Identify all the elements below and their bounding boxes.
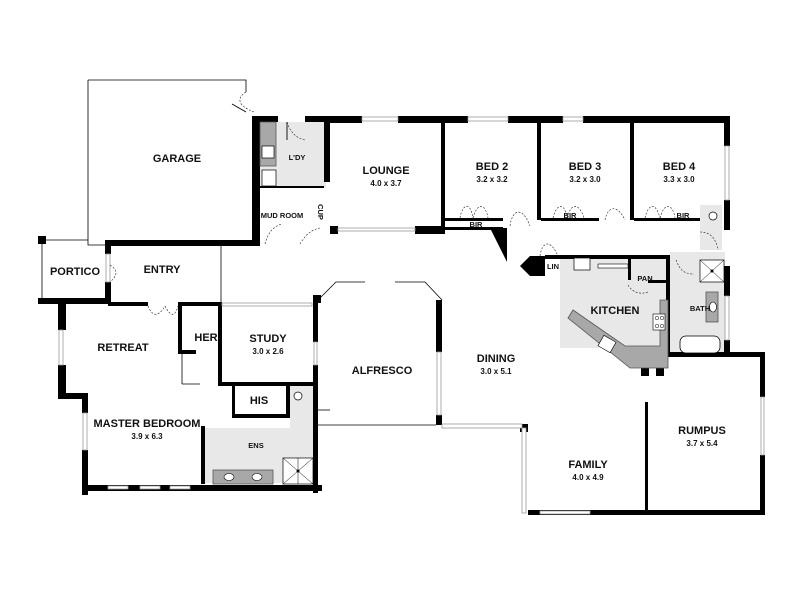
- room-family-dims: 4.0 x 4.9: [572, 473, 604, 482]
- room-cup: CUP: [316, 204, 325, 220]
- room-laundry: L'DY: [289, 153, 306, 162]
- basin-icon: [223, 473, 235, 481]
- room-bed4-dims: 3.3 x 3.0: [663, 175, 695, 184]
- room-bir-bed4: BIR: [677, 211, 691, 220]
- walls: [38, 116, 765, 515]
- room-kitchen: KITCHEN: [591, 305, 640, 317]
- room-bed2-dims: 3.2 x 3.2: [476, 175, 508, 184]
- room-study: STUDY: [249, 333, 287, 345]
- room-lounge: LOUNGE: [362, 165, 409, 177]
- kitchen-sink-icon: [597, 334, 617, 354]
- basin-icon: [709, 301, 717, 313]
- room-dining-dims: 3.0 x 5.1: [480, 367, 512, 376]
- room-alfresco: ALFRESCO: [352, 365, 413, 377]
- room-linen: LIN: [547, 262, 559, 271]
- room-master-dims: 3.9 x 6.3: [131, 432, 163, 441]
- room-retreat: RETREAT: [97, 342, 148, 354]
- fixtures: [212, 121, 725, 485]
- wet-areas: [205, 122, 725, 483]
- room-bed2: BED 2: [476, 161, 508, 173]
- room-master-bedroom: MASTER BEDROOM: [94, 418, 201, 430]
- room-bed3: BED 3: [569, 161, 601, 173]
- laundry-sink-icon: [261, 145, 275, 159]
- toilet-icon: [708, 211, 718, 221]
- room-his: HIS: [250, 395, 268, 407]
- fridge-space: [573, 257, 591, 271]
- cooktop-icon: [652, 313, 666, 331]
- room-portico: PORTICO: [50, 266, 101, 278]
- bathtub-icon: [679, 335, 721, 354]
- room-pantry: PAN: [637, 274, 652, 283]
- room-entry: ENTRY: [144, 264, 182, 276]
- room-mudroom: MUD ROOM: [261, 211, 304, 220]
- room-bir-bed2: BIR: [470, 220, 484, 229]
- room-bed3-dims: 3.2 x 3.0: [569, 175, 601, 184]
- basin-icon: [251, 473, 263, 481]
- room-ensuite: ENS: [248, 441, 263, 450]
- room-garage: GARAGE: [153, 153, 201, 165]
- toilet-icon: [293, 391, 303, 401]
- garage-outline: [87, 79, 255, 246]
- room-rumpus-dims: 3.7 x 5.4: [686, 439, 718, 448]
- room-dining: DINING: [477, 353, 516, 365]
- room-study-dims: 3.0 x 2.6: [252, 347, 284, 356]
- ens-vanity: [212, 469, 274, 485]
- room-her: HER: [194, 332, 217, 344]
- room-rumpus: RUMPUS: [678, 425, 726, 437]
- laundry-bench: [259, 121, 277, 167]
- room-labels: GARAGE L'DY MUD ROOM CUP LOUNGE 4.0 x 3.…: [50, 153, 726, 482]
- doors: [109, 121, 719, 315]
- windows: [58, 116, 765, 515]
- room-bir-bed3: BIR: [564, 211, 578, 220]
- room-bed4: BED 4: [663, 161, 696, 173]
- washing-machine-icon: [261, 169, 277, 187]
- room-lounge-dims: 4.0 x 3.7: [370, 179, 402, 188]
- thin-lines: [41, 239, 647, 512]
- room-bath: BATH: [690, 304, 710, 313]
- room-family: FAMILY: [568, 459, 608, 471]
- kitchen-bench: [567, 299, 669, 369]
